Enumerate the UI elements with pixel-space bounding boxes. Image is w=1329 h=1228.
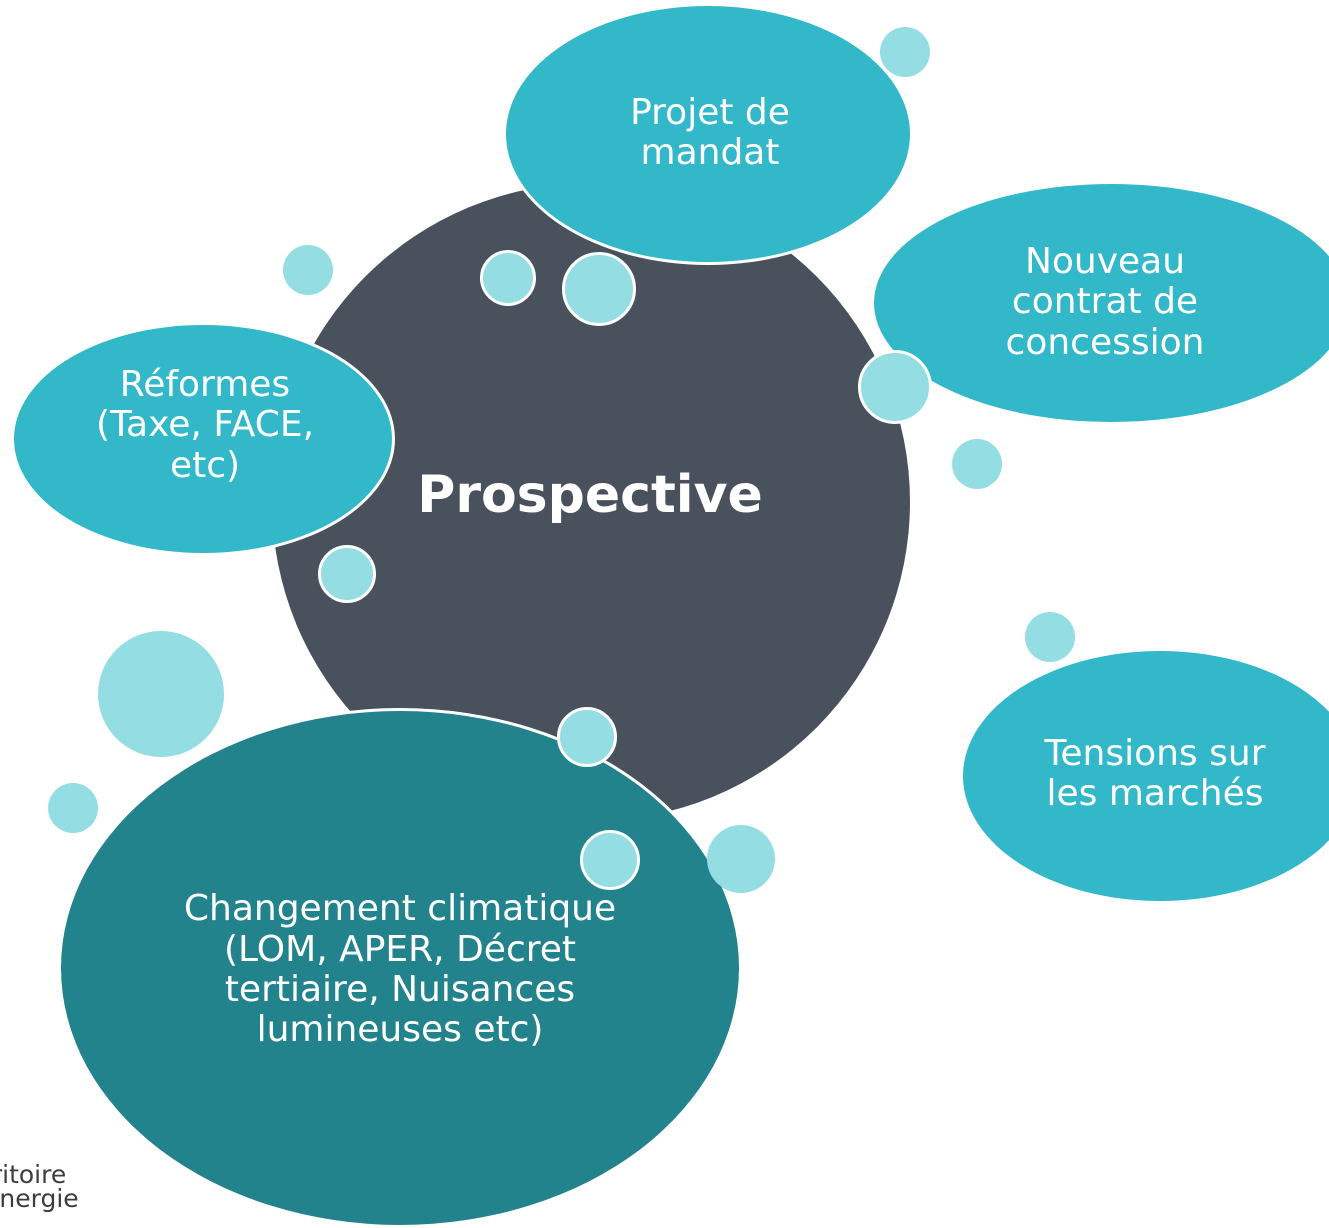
dot: [580, 830, 640, 890]
dot: [1025, 612, 1075, 662]
climat-line-1: Changement climatique: [183, 888, 617, 930]
bubble-reformes-label: Réformes (Taxe, FACE, etc): [55, 358, 355, 493]
bubble-projet-de-mandat: [503, 3, 913, 265]
bubble-contrat-label: Nouveau contrat de concession: [960, 235, 1250, 370]
brand-logo: rritoire énergie: [0, 1160, 120, 1213]
bubble-changement-climatique: [58, 708, 742, 1228]
bubble-tensions-marches: [960, 648, 1329, 904]
bubble-nouveau-contrat: [871, 181, 1329, 425]
dot: [858, 350, 932, 424]
reformes-line-1: Réformes: [119, 364, 291, 406]
reformes-line-2: (Taxe, FACE,: [95, 404, 315, 446]
tensions-line-2: les marchés: [1046, 773, 1264, 814]
tensions-line-1: Tensions sur: [1044, 732, 1266, 774]
center-title: Prospective: [417, 464, 763, 525]
center-label: Prospective: [380, 455, 800, 535]
dot: [562, 252, 636, 326]
dot: [98, 631, 224, 757]
contrat-line-1: Nouveau: [1024, 241, 1186, 283]
bubble-projet-label: Projet de mandat: [560, 88, 860, 178]
logo-line-1: rritoire: [0, 1160, 67, 1189]
bubble-climat-label: Changement climatique (LOM, APER, Décret…: [120, 880, 680, 1060]
climat-line-2: (LOM, APER, Décret: [223, 928, 577, 970]
reformes-line-3: etc): [169, 444, 241, 486]
climat-line-3: tertiaire, Nuisances: [224, 969, 576, 1010]
dot: [880, 27, 930, 77]
dot: [707, 825, 775, 893]
projet-line-1: Projet de: [630, 91, 790, 133]
dot: [283, 245, 333, 295]
dot: [480, 250, 536, 306]
contrat-line-3: concession: [1005, 321, 1205, 363]
bubble-tensions-label: Tensions sur les marchés: [1010, 728, 1300, 820]
logo-line-2: énergie: [0, 1183, 79, 1213]
projet-line-2: mandat: [640, 132, 780, 173]
contrat-line-2: contrat de: [1011, 281, 1199, 323]
dot: [557, 707, 617, 767]
dot: [318, 545, 376, 603]
dot: [48, 783, 98, 833]
bubble-reformes: [11, 322, 395, 556]
dot: [952, 439, 1002, 489]
climat-line-4: lumineuses etc): [256, 1009, 544, 1051]
